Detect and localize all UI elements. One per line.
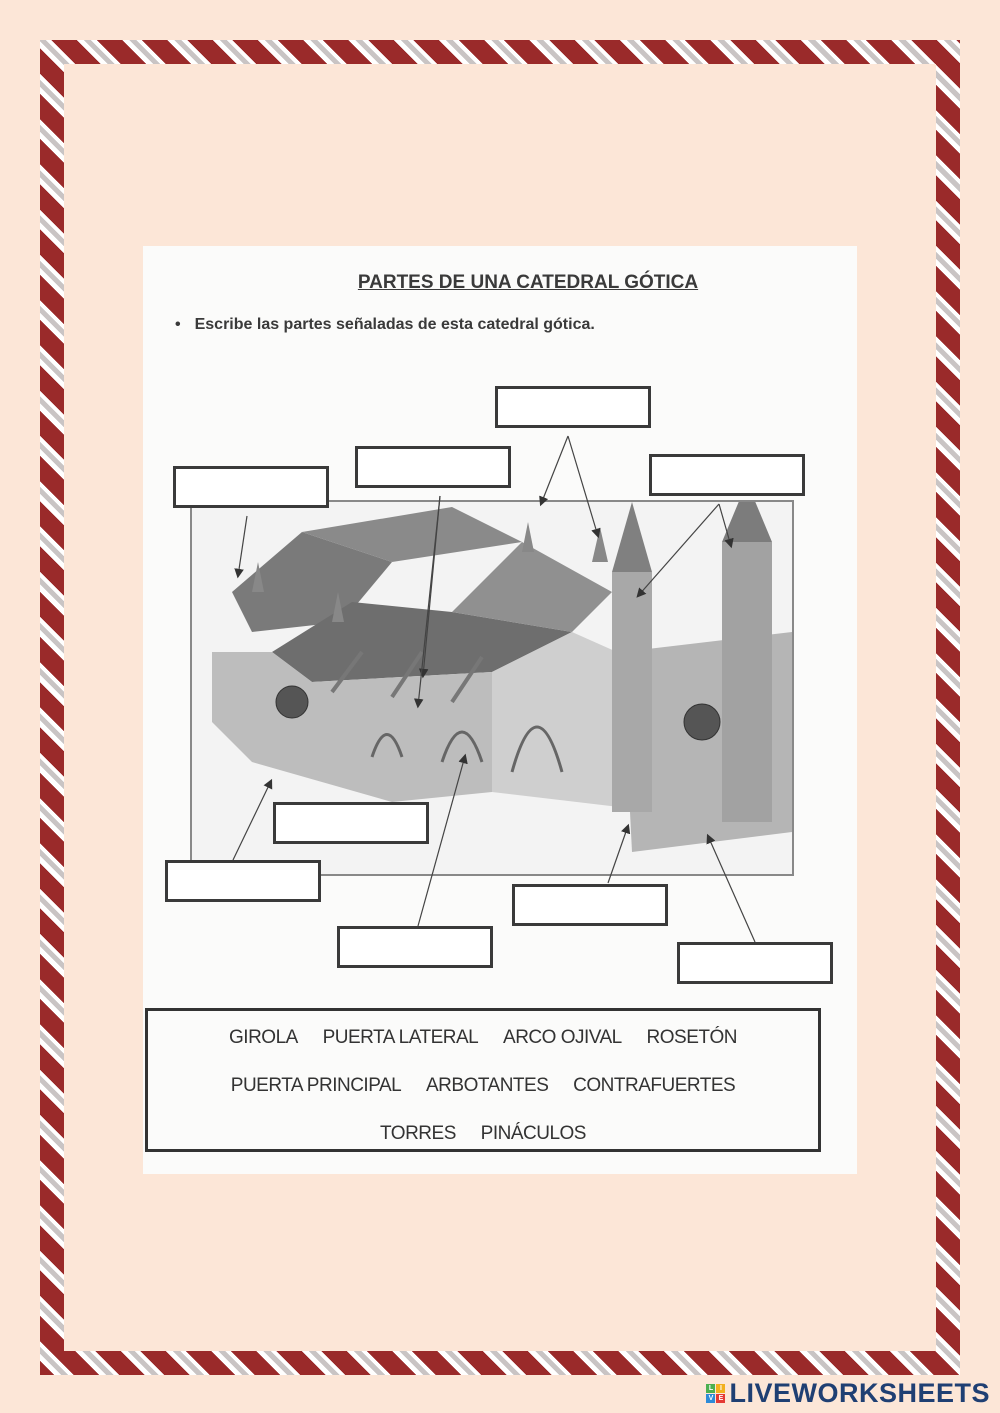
word-roseton: ROSETÓN (646, 1027, 738, 1048)
answer-box-upper-center[interactable] (355, 446, 511, 488)
worksheet: PARTES DE UNA CATEDRAL GÓTICA • Escribe l… (143, 246, 857, 1174)
answer-box-top[interactable] (495, 386, 651, 428)
answer-box-lower-left[interactable] (165, 860, 321, 902)
word-arco-ojival: ARCO OJIVAL (503, 1027, 622, 1048)
answer-box-upper-right[interactable] (649, 454, 805, 496)
liveworksheets-logo[interactable]: L I V E LIVEWORKSHEETS (706, 1378, 990, 1409)
answer-box-bottom-center[interactable] (337, 926, 493, 968)
word-bank-row-3: TORRES PINÁCULOS (148, 1123, 818, 1155)
answer-box-upper-left[interactable] (173, 466, 329, 508)
word-arbotantes: ARBOTANTES (426, 1075, 549, 1096)
word-bank-row-2: PUERTA PRINCIPAL ARBOTANTES CONTRAFUERTE… (148, 1075, 818, 1107)
live-blocks-icon: L I V E (706, 1384, 726, 1403)
answer-box-bottom-right[interactable] (677, 942, 833, 984)
word-torres: TORRES (380, 1123, 456, 1144)
word-puerta-lateral: PUERTA LATERAL (322, 1027, 479, 1048)
instruction: • Escribe las partes señaladas de esta ca… (175, 316, 595, 334)
answer-box-lower-center-right[interactable] (512, 884, 668, 926)
word-puerta-principal: PUERTA PRINCIPAL (230, 1075, 402, 1096)
word-bank-row-1: GIROLA PUERTA LATERAL ARCO OJIVAL ROSETÓ… (148, 1027, 818, 1059)
instruction-text: Escribe las partes señaladas de esta cat… (194, 316, 595, 333)
logo-text: LIVEWORKSHEETS (729, 1378, 990, 1408)
word-girola: GIROLA (229, 1027, 298, 1048)
worksheet-title: PARTES DE UNA CATEDRAL GÓTICA (357, 272, 699, 293)
word-bank: GIROLA PUERTA LATERAL ARCO OJIVAL ROSETÓ… (145, 1008, 821, 1152)
answer-box-lower-center-left[interactable] (273, 802, 429, 844)
word-pinaculos: PINÁCULOS (480, 1123, 587, 1144)
bullet: • (175, 316, 181, 333)
word-contrafuertes: CONTRAFUERTES (573, 1075, 736, 1096)
